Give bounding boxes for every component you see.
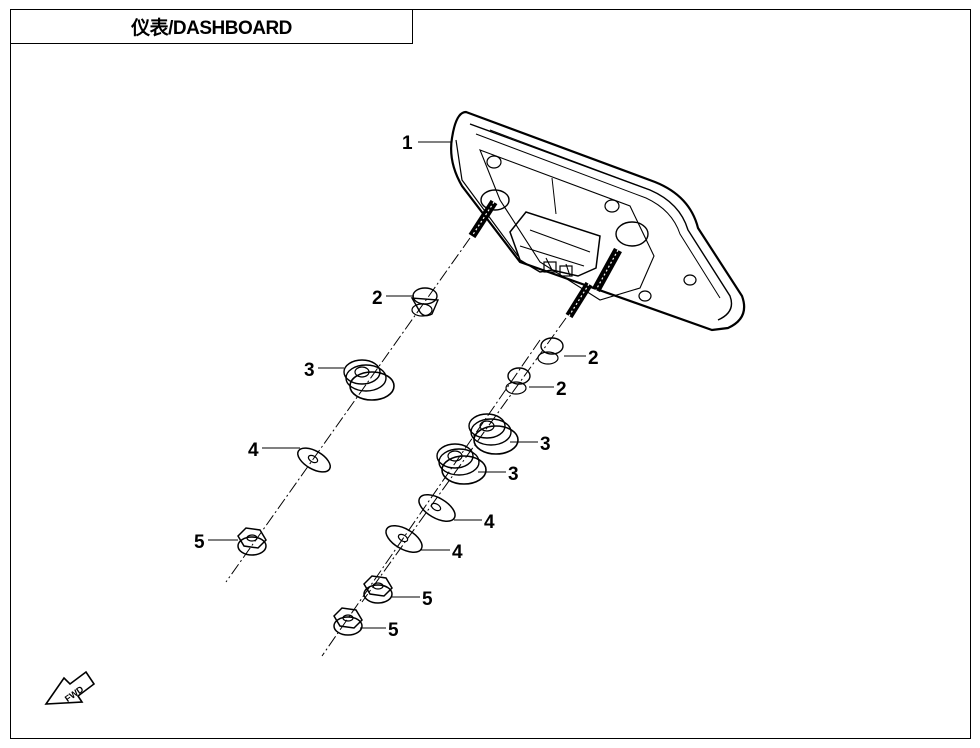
right-axis-line-b bbox=[321, 339, 541, 657]
callout-5-right-b: 5 bbox=[388, 620, 399, 641]
right-stud bbox=[565, 247, 622, 319]
callout-4-right-a: 4 bbox=[484, 512, 495, 533]
callout-3-right-b: 3 bbox=[508, 464, 519, 485]
callout-2-right-b: 2 bbox=[556, 379, 567, 400]
dashboard-housing bbox=[450, 110, 746, 332]
callout-5-right-a: 5 bbox=[422, 589, 433, 610]
leader-lines bbox=[208, 141, 586, 629]
grommet-left bbox=[343, 359, 395, 401]
spacer-right-a bbox=[537, 337, 564, 365]
callout-3-right-a: 3 bbox=[540, 434, 551, 455]
spacer-left bbox=[410, 287, 440, 317]
flange-nut-right-b bbox=[333, 607, 363, 636]
washer-left bbox=[297, 447, 331, 473]
callout-2-right-a: 2 bbox=[588, 348, 599, 369]
grommet-right-a bbox=[468, 413, 519, 455]
callout-4-left: 4 bbox=[248, 440, 259, 461]
washer-right-a bbox=[418, 494, 456, 522]
grommet-right-b bbox=[436, 443, 487, 485]
right-axis-line-a bbox=[361, 317, 567, 603]
flange-nut-left bbox=[237, 527, 267, 556]
diagram-title: 仪表/DASHBOARD bbox=[10, 9, 413, 44]
spacer-right-b bbox=[505, 367, 531, 395]
left-stud bbox=[468, 199, 498, 239]
callout-3-left: 3 bbox=[304, 360, 315, 381]
callout-2-left: 2 bbox=[372, 288, 383, 309]
fwd-arrow-icon: FWD bbox=[44, 670, 96, 705]
callout-1: 1 bbox=[402, 133, 413, 154]
left-axis-line bbox=[225, 237, 471, 583]
washer-right-b bbox=[385, 525, 423, 553]
flange-nut-right-a bbox=[363, 575, 393, 604]
drawing-frame bbox=[10, 9, 971, 739]
callout-4-right-b: 4 bbox=[452, 542, 463, 563]
callout-5-left: 5 bbox=[194, 532, 205, 553]
fwd-label: FWD bbox=[63, 684, 86, 704]
